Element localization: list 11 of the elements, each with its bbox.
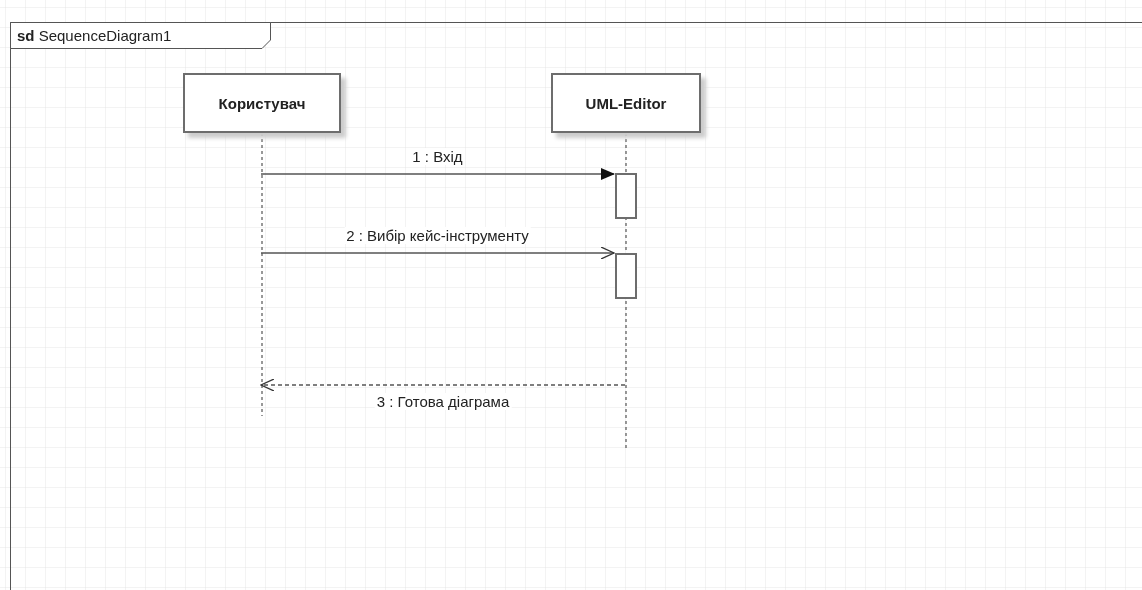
participant-name: UML-Editor [585, 94, 667, 112]
participant-name: Користувач [218, 94, 306, 112]
message-arrow [260, 168, 615, 180]
message-arrow [260, 246, 615, 260]
message-label: 2 : Вибір кейс-інструменту [344, 227, 531, 244]
frame-title: sd SequenceDiagram1 [17, 27, 172, 44]
return-message-arrow [260, 378, 626, 392]
activation-bar [615, 253, 637, 299]
message-label: 3 : Готова діаграма [374, 393, 512, 410]
message-label: 1 : Вхід [410, 148, 465, 165]
activation-bar [615, 173, 637, 219]
